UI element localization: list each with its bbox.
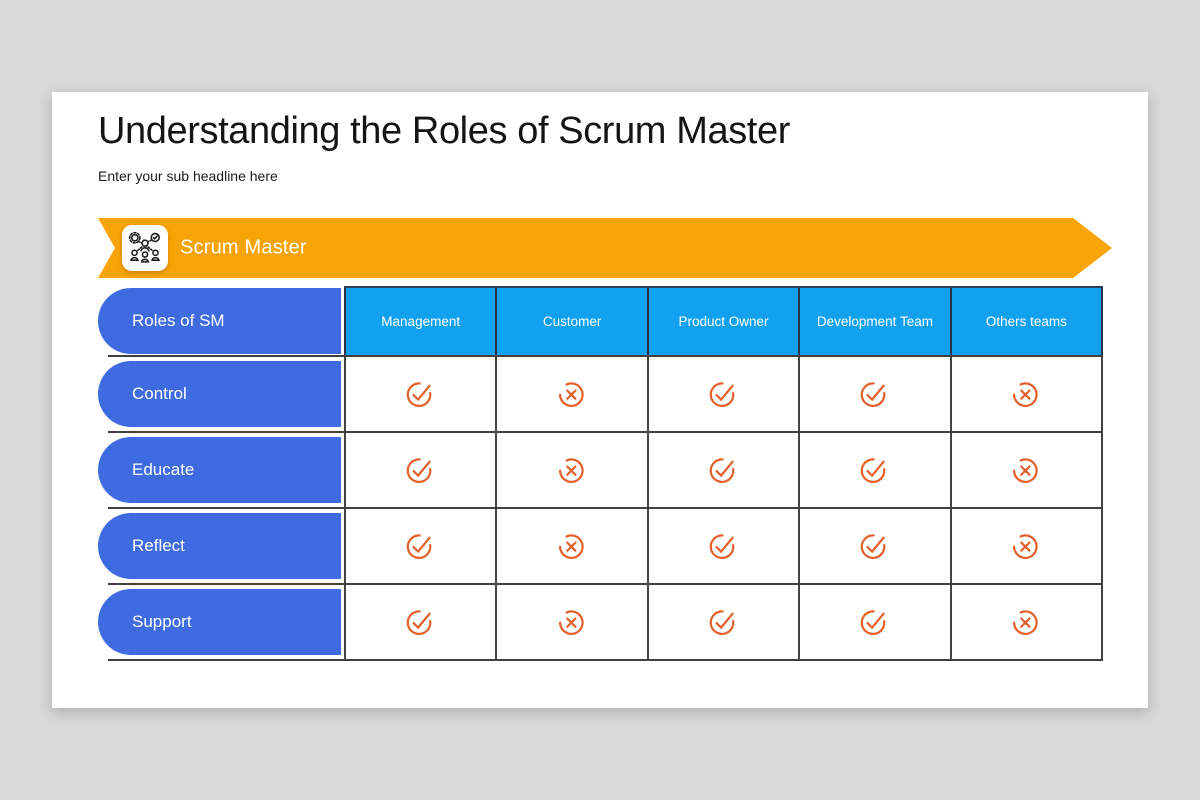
check-circle-icon [858, 607, 892, 637]
matrix-cell [495, 584, 647, 660]
role-pill-educate: Educate [98, 437, 341, 503]
cross-circle-icon [555, 607, 589, 637]
matrix-cell [949, 356, 1104, 432]
page-title: Understanding the Roles of Scrum Master [98, 110, 790, 152]
check-circle-icon [707, 607, 741, 637]
check-circle-icon [858, 531, 892, 561]
scrum-team-icon [122, 225, 168, 271]
matrix-cell [646, 508, 799, 584]
matrix-cell [646, 356, 799, 432]
cross-circle-icon [555, 379, 589, 409]
matrix-cell [798, 356, 950, 432]
matrix-cell [344, 432, 496, 508]
check-circle-icon [404, 455, 438, 485]
matrix-cell [646, 432, 799, 508]
role-pill-control: Control [98, 361, 341, 427]
table-row-support: Support [98, 584, 1104, 661]
matrix-cell [798, 584, 950, 660]
check-circle-icon [707, 379, 741, 409]
table-row-control: Control [98, 356, 1104, 433]
matrix-cell [495, 432, 647, 508]
role-pill-support: Support [98, 589, 341, 655]
cross-circle-icon [1009, 531, 1043, 561]
matrix-cell [949, 508, 1104, 584]
cross-circle-icon [1009, 455, 1043, 485]
matrix-cell [344, 584, 496, 660]
sub-headline: Enter your sub headline here [98, 168, 278, 184]
check-circle-icon [404, 607, 438, 637]
column-header-product-owner: Product Owner [646, 286, 799, 356]
matrix-cell [949, 584, 1104, 660]
column-header-management: Management [344, 286, 496, 356]
row-pill-column: Educate [98, 432, 344, 508]
slide-card: Understanding the Roles of Scrum Master … [52, 92, 1148, 708]
matrix-cell [344, 356, 496, 432]
check-circle-icon [707, 455, 741, 485]
column-header-others-teams: Others teams [949, 286, 1104, 356]
row-pill-column: Control [98, 356, 344, 432]
matrix-cell [495, 356, 647, 432]
check-circle-icon [858, 379, 892, 409]
column-header-development-team: Development Team [798, 286, 950, 356]
row-pill-column: Reflect [98, 508, 344, 584]
check-circle-icon [404, 531, 438, 561]
table-row-reflect: Reflect [98, 508, 1104, 585]
corner-pill-column: Roles of SM [98, 286, 344, 356]
matrix-cell [495, 508, 647, 584]
table-row-educate: Educate [98, 432, 1104, 509]
cross-circle-icon [1009, 607, 1043, 637]
ribbon-shape [98, 218, 1112, 278]
check-circle-icon [858, 455, 892, 485]
cross-circle-icon [555, 531, 589, 561]
matrix-cell [949, 432, 1104, 508]
matrix-cell [798, 508, 950, 584]
check-circle-icon [707, 531, 741, 561]
cross-circle-icon [1009, 379, 1043, 409]
check-circle-icon [404, 379, 438, 409]
matrix-cell [646, 584, 799, 660]
role-pill-reflect: Reflect [98, 513, 341, 579]
roles-corner-pill: Roles of SM [98, 288, 341, 354]
row-pill-column: Support [98, 584, 344, 660]
cross-circle-icon [555, 455, 589, 485]
scrum-master-banner: Scrum Master [98, 218, 1112, 278]
column-header-customer: Customer [495, 286, 647, 356]
matrix-cell [344, 508, 496, 584]
matrix-cell [798, 432, 950, 508]
banner-label: Scrum Master [180, 236, 307, 259]
